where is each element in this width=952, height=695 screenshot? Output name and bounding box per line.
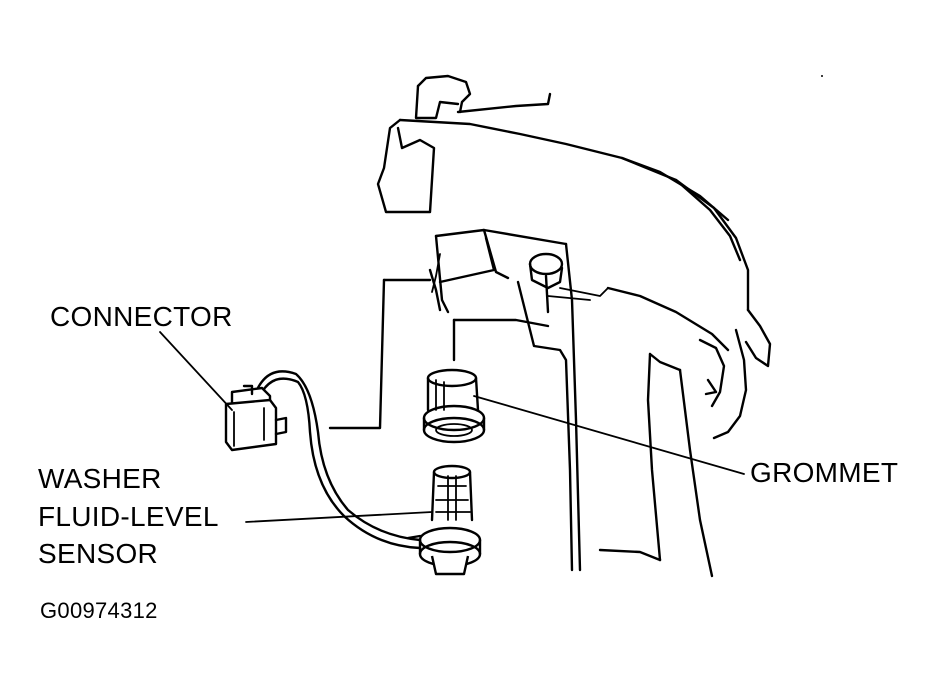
sensor-label-line-3: SENSOR [38,538,159,569]
leader-lines [159,331,745,523]
sensor-label-line-2: FLUID-LEVEL [38,501,219,532]
connector-label: CONNECTOR [50,301,233,332]
washer-reservoir [328,74,772,578]
grommet-leader [473,395,745,475]
connector-part [224,384,288,452]
sensor-leader [245,511,433,523]
connector-leader [159,331,233,411]
figure-code: G00974312 [40,598,158,623]
grommet-label: GROMMET [750,457,899,488]
sensor-label-line-1: WASHER [38,463,162,494]
grommet-part [422,368,486,444]
wire-harness [254,370,422,550]
sensor-part [406,464,482,576]
